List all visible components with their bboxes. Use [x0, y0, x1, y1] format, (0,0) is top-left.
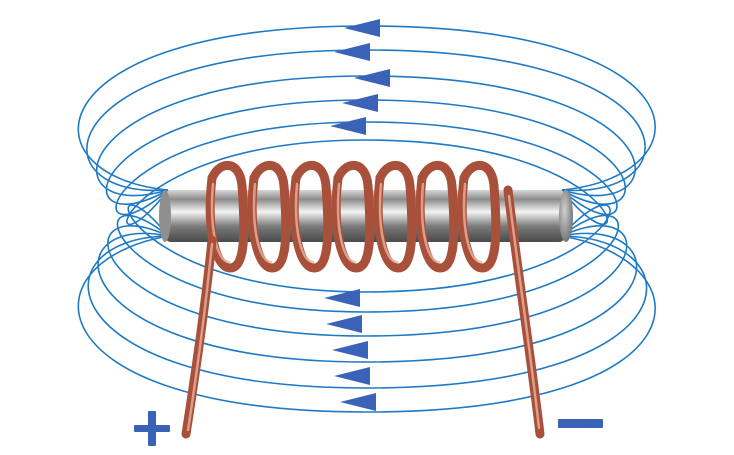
arrow-icon-8: [332, 341, 368, 359]
coil-turn-front-5: [373, 173, 417, 273]
field-line-top-6: [126, 139, 608, 226]
negative-terminal-icon: [558, 419, 603, 428]
coil-turn-back-2: [249, 160, 289, 191]
field-line-bottom-5: [116, 214, 620, 313]
lower-field-lines: [77, 204, 656, 413]
coil-highlight-6: [420, 182, 441, 264]
coil-turn-front-7: [457, 173, 501, 273]
positive-lead-wire: [181, 235, 217, 439]
coil-highlight-5: [378, 182, 399, 264]
arrow-icon-5: [330, 117, 366, 135]
coil-highlight-2: [252, 182, 273, 264]
coil-turn-front-3: [289, 173, 333, 273]
field-line-bottom-4: [107, 225, 628, 337]
coil-turn-back-7: [459, 160, 499, 191]
field-line-bottom-3: [97, 232, 638, 363]
arrow-icon-10: [340, 393, 376, 411]
field-line-bottom-1: [77, 235, 656, 413]
coil-turn-front-1: [205, 173, 249, 273]
coil-turn-back-3: [291, 160, 331, 191]
arrow-icon-2: [334, 43, 370, 61]
arrow-icon-3: [354, 69, 390, 87]
field-line-bottom-2: [87, 235, 648, 389]
arrow-icon-6: [324, 289, 360, 307]
field-direction-arrows: [324, 19, 390, 411]
coil-turn-front-4: [331, 173, 375, 273]
coil-highlight-3: [294, 182, 315, 264]
coil-highlight-4: [336, 182, 357, 264]
arrow-icon-1: [344, 19, 380, 37]
arrow-icon-4: [342, 94, 378, 112]
arrow-icon-9: [334, 367, 370, 385]
coil-turn-back-1: [207, 160, 247, 191]
positive-terminal-icon: [134, 411, 170, 446]
coil-back-windings: [207, 160, 499, 191]
arrow-icon-7: [326, 315, 362, 333]
coil-lead-wires: [181, 185, 545, 439]
negative-lead-highlight: [507, 194, 541, 430]
coil-front-windings: [205, 173, 501, 273]
coil-highlight-7: [462, 182, 483, 264]
coil-turn-back-4: [333, 160, 373, 191]
positive-lead-highlight: [186, 242, 214, 432]
coil-turn-back-6: [417, 160, 457, 191]
coil-turn-front-2: [247, 173, 291, 273]
coil-turn-back-5: [375, 160, 415, 191]
field-line-bottom-6: [127, 204, 611, 293]
coil-turn-front-6: [415, 173, 459, 273]
